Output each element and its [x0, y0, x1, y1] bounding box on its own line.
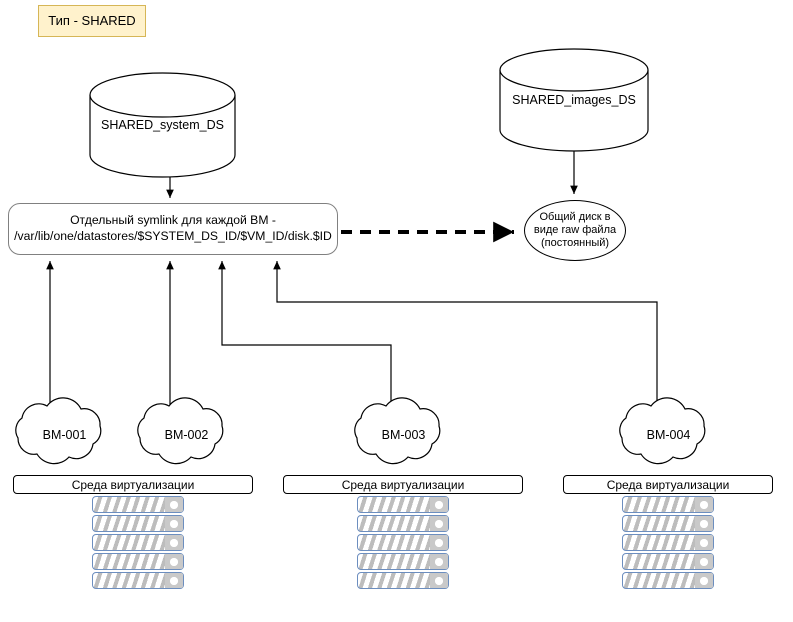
- cloud-vm-002: [137, 397, 224, 465]
- server-rack-3: [622, 496, 714, 591]
- rack-unit-icon: [357, 572, 449, 589]
- cloud-vm-003: [354, 397, 441, 465]
- vm-003-label-wrap: ВМ-003: [361, 420, 446, 450]
- raw-disk-line-3: (постоянный): [540, 236, 610, 249]
- rack-unit-icon: [622, 572, 714, 589]
- rack-unit-icon: [622, 534, 714, 551]
- host-env-box-1: Среда виртуализации: [13, 475, 253, 494]
- rack-unit-icon: [92, 534, 184, 551]
- rack-unit-icon: [622, 496, 714, 513]
- datastore-system-label: SHARED_system_DS: [101, 117, 224, 132]
- vm-004-label-wrap: ВМ-004: [626, 420, 711, 450]
- edge-vm004-to-symlink: [273, 261, 658, 410]
- edge-vm003-to-symlink: [218, 261, 392, 410]
- datastore-images-label-wrap: SHARED_images_DS: [500, 50, 648, 150]
- rack-unit-icon: [92, 572, 184, 589]
- host-env-box-2: Среда виртуализации: [283, 475, 523, 494]
- rack-unit-icon: [92, 553, 184, 570]
- vm-004-label: ВМ-004: [646, 428, 691, 442]
- symlink-line-2: /var/lib/one/datastores/$SYSTEM_DS_ID/$V…: [14, 229, 332, 243]
- cloud-vm-001: [15, 397, 102, 465]
- rack-unit-icon: [622, 515, 714, 532]
- host-env-label-1: Среда виртуализации: [71, 477, 195, 492]
- vm-003-label: ВМ-003: [381, 428, 426, 442]
- cylinder-shared-images-ds: [499, 48, 649, 152]
- datastore-images-label: SHARED_images_DS: [512, 92, 636, 107]
- host-env-box-3: Среда виртуализации: [563, 475, 773, 494]
- rack-unit-icon: [92, 515, 184, 532]
- type-badge-label: Тип - SHARED: [48, 12, 136, 28]
- vm-001-label: ВМ-001: [42, 428, 87, 442]
- server-rack-1: [92, 496, 184, 591]
- host-env-label-2: Среда виртуализации: [341, 477, 465, 492]
- cylinder-shared-system-ds: [89, 72, 236, 178]
- vm-002-label: ВМ-002: [164, 428, 209, 442]
- rack-unit-icon: [357, 496, 449, 513]
- cloud-vm-004: [619, 397, 706, 465]
- raw-disk-line-1: Общий диск в: [539, 211, 611, 224]
- raw-disk-node: Общий диск в виде raw файла (постоянный): [524, 200, 626, 261]
- type-badge: Тип - SHARED: [38, 5, 146, 37]
- vm-002-label-wrap: ВМ-002: [144, 420, 229, 450]
- symlink-box: Отдельный symlink для каждой ВМ - /var/l…: [8, 203, 338, 255]
- rack-unit-icon: [357, 534, 449, 551]
- cloud-shapes: [15, 397, 706, 465]
- symlink-line-1: Отдельный symlink для каждой ВМ -: [70, 213, 276, 228]
- rack-unit-icon: [357, 515, 449, 532]
- host-env-label-3: Среда виртуализации: [606, 477, 730, 492]
- datastore-system-label-wrap: SHARED_system_DS: [90, 76, 235, 174]
- rack-unit-icon: [92, 496, 184, 513]
- vm-001-label-wrap: ВМ-001: [22, 420, 107, 450]
- raw-disk-line-2: виде raw файла: [533, 224, 617, 237]
- server-rack-2: [357, 496, 449, 591]
- rack-unit-icon: [622, 553, 714, 570]
- rack-unit-icon: [357, 553, 449, 570]
